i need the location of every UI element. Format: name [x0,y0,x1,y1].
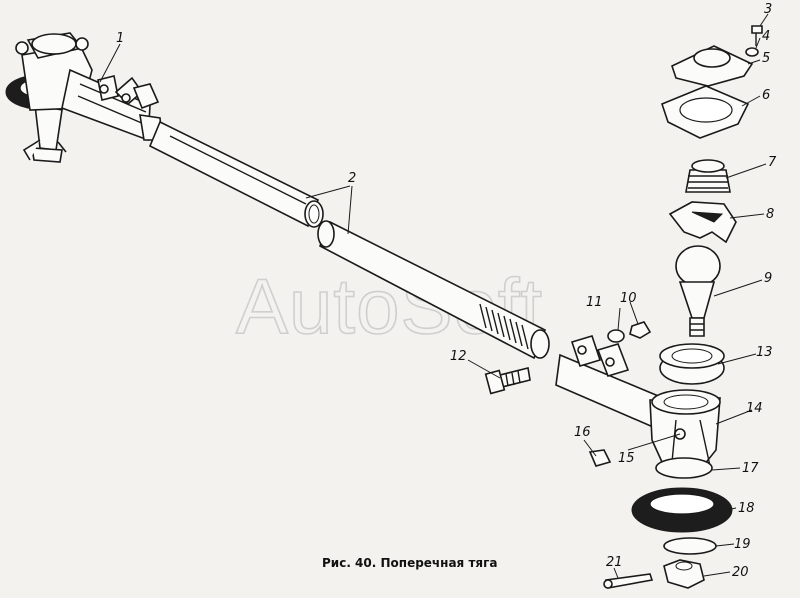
callout-16: 16 [574,425,591,440]
callout-12: 12 [450,349,467,364]
callout-11: 11 [586,295,603,310]
callout-9: 9 [764,271,772,286]
callout-18: 18 [738,501,755,516]
nut-and-washer [607,321,652,343]
callout-3: 3 [764,2,772,17]
clamp-bolt [484,367,531,395]
left-tie-rod-end [5,32,163,163]
callout-6: 6 [762,88,770,103]
tie-rod-tubes [148,120,550,360]
callout-21: 21 [606,555,623,570]
callout-labels: 1 2 3 4 5 6 7 8 9 10 11 12 13 14 15 16 1… [116,2,777,580]
figure-caption: Рис. 40. Поперечная тяга [322,556,497,570]
callout-5: 5 [762,51,770,66]
callout-13: 13 [756,345,773,360]
leader-lines [99,13,769,579]
callout-7: 7 [768,155,777,170]
callout-8: 8 [766,207,774,222]
callout-4: 4 [762,29,770,44]
callout-20: 20 [732,565,749,580]
right-column-parts [603,25,763,589]
callout-1: 1 [116,31,124,46]
callout-14: 14 [746,401,763,416]
callout-17: 17 [742,461,759,476]
callout-2: 2 [348,171,356,186]
callout-10: 10 [620,291,637,306]
right-tie-rod-end-housing [555,335,721,471]
callout-19: 19 [734,537,751,552]
callout-15: 15 [618,451,635,466]
